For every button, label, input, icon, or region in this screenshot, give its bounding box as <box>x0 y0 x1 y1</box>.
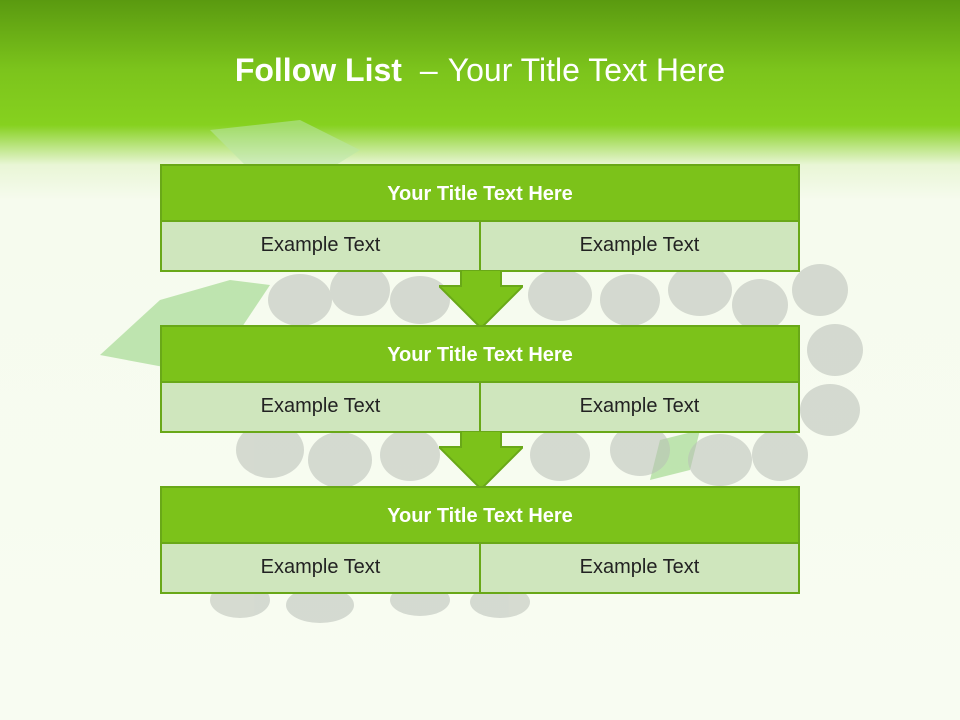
block-cell-right: Example Text <box>479 383 798 431</box>
list-block-2: Your Title Text Here Example Text Exampl… <box>160 325 800 433</box>
block-title: Your Title Text Here <box>162 488 798 544</box>
block-title: Your Title Text Here <box>162 327 798 383</box>
block-title: Your Title Text Here <box>162 166 798 222</box>
list-block-3: Your Title Text Here Example Text Exampl… <box>160 486 800 594</box>
down-arrow-icon <box>439 431 523 489</box>
slide-title-separator: – <box>419 52 438 88</box>
block-cell-right: Example Text <box>479 222 798 270</box>
block-row: Example Text Example Text <box>162 383 798 431</box>
slide-title-bold: Follow List <box>234 52 402 88</box>
block-cell-left: Example Text <box>260 556 381 578</box>
slide-title-rest: Your Title Text Here <box>447 52 726 88</box>
block-cell-left: Example Text <box>260 395 381 417</box>
block-row: Example Text Example Text <box>162 222 798 270</box>
block-row: Example Text Example Text <box>162 544 798 592</box>
list-block-1: Your Title Text Here Example Text Exampl… <box>160 164 800 272</box>
block-cell-right: Example Text <box>479 544 798 592</box>
block-cell-left: Example Text <box>260 234 381 256</box>
down-arrow-icon <box>439 270 523 328</box>
slide-title: Follow List–Your Title Text Here <box>0 52 960 89</box>
